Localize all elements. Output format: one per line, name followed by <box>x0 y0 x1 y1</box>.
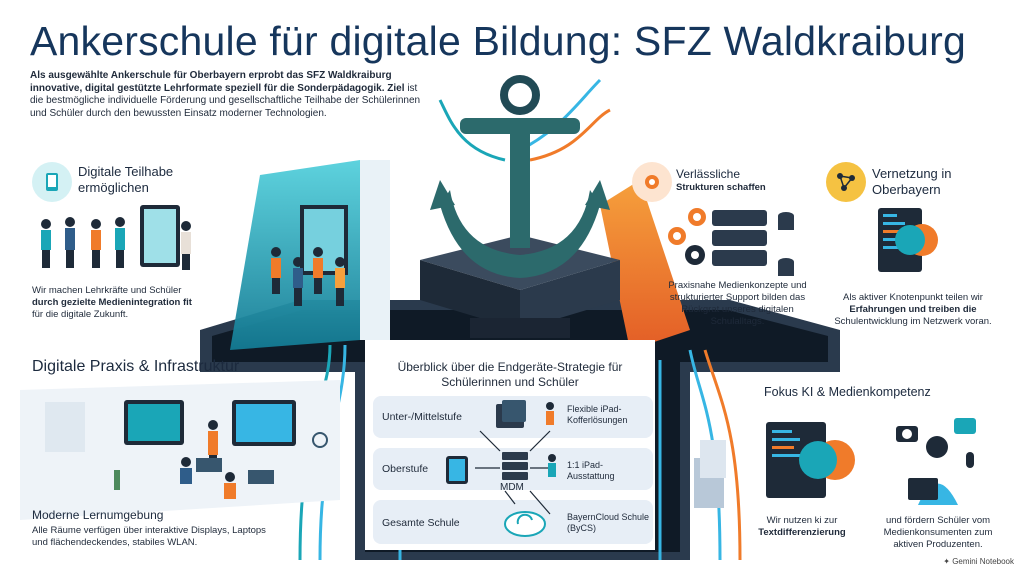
ki-left-text-2: Textdifferenzierung <box>758 527 846 538</box>
strategy-row-detail: Flexible iPad-Kofferlösungen <box>567 404 628 425</box>
teilhabe-text: Wir machen Lehrkräfte und Schüler durch … <box>32 285 242 321</box>
praxis-text: Alle Räume verfügen über interaktive Dis… <box>32 525 266 548</box>
footer-label: Gemini Notebook <box>952 557 1014 566</box>
strategy-row-label: Oberstufe <box>382 463 429 475</box>
vernetzung-text: Als aktiver Knotenpunkt teilen wir Erfah… <box>820 292 1006 328</box>
vernetzung-text-3: Schulentwicklung im Netzwerk voran. <box>834 316 992 327</box>
code-brain-illustration <box>878 208 938 272</box>
gear-badge-icon <box>632 162 672 202</box>
vernetzung-text-2: Erfahrungen und treiben die <box>849 304 977 315</box>
ki-left-text-1: Wir nutzen ki zur <box>766 515 838 526</box>
strategy-row-detail: BayernCloud Schule (ByCS) <box>567 512 650 533</box>
cloud-sync-icon <box>504 511 546 537</box>
gear-icons <box>668 208 706 265</box>
strategy-row-detail: 1:1 iPad-Ausstattung <box>567 460 615 481</box>
strategy-row-label: Gesamte Schule <box>382 517 460 529</box>
spark-icon: ✦ <box>943 557 950 566</box>
mdm-label: MDM <box>500 482 524 493</box>
teilhabe-text-1: Wir machen Lehrkräfte und Schüler <box>32 285 182 296</box>
praxis-subtitle: Moderne Lernumgebung <box>32 508 164 522</box>
ki-title: Fokus KI & Medienkompetenz <box>764 385 931 399</box>
person-ipad-icon <box>546 402 554 425</box>
strategy-title: Überblick über die Endgeräte-Strategie f… <box>397 360 623 389</box>
teilhabe-text-2: durch gezielte Medienintegration fit <box>32 297 192 308</box>
teilhabe-title: Digitale Teilhabe ermöglichen <box>78 164 174 195</box>
strategy-connectors <box>446 400 556 537</box>
intro-bold-ziel: Ziel <box>387 82 405 94</box>
anchor-icon <box>430 75 610 278</box>
server-icons <box>712 210 794 276</box>
ki-illustration <box>694 418 976 508</box>
praxis-title: Digitale Praxis & Infrastruktur <box>32 358 240 375</box>
vernetzung-title: Vernetzung in Oberbayern <box>872 166 952 197</box>
intro-rest: ist die bestmögliche individuelle Förder… <box>30 82 421 119</box>
strategy-row-label: Unter-/Mittelstufe <box>382 411 462 423</box>
tablet-hand-icon <box>32 162 72 202</box>
strukturen-title-1: Verlässliche <box>676 167 741 181</box>
classroom-illustration <box>20 380 340 520</box>
ipad-case-icon <box>496 400 526 428</box>
ki-right-text: und fördern Schüler vom Medienkonsumente… <box>883 515 993 550</box>
vernetzung-text-1: Als aktiver Knotenpunkt teilen wir <box>843 292 983 303</box>
footer-credit: ✦ Gemini Notebook <box>943 557 1014 566</box>
page-title: Ankerschule für digitale Bildung: SFZ Wa… <box>30 18 966 64</box>
strukturen-text: Praxisnahe Medienkonzepte und strukturie… <box>668 280 807 327</box>
intro-bold: Als ausgewählte Ankerschule für Oberbaye… <box>30 70 392 94</box>
ki-left-text: Wir nutzen ki zur Textdifferenzierung <box>752 515 852 539</box>
teilhabe-text-3: für die digitale Zukunft. <box>32 309 129 320</box>
network-nodes-icon <box>826 162 866 202</box>
person-icon <box>548 454 556 477</box>
mdm-server-icon <box>502 452 528 480</box>
tablet-icon <box>446 456 468 484</box>
strukturen-title-2: Strukturen schaffen <box>676 182 766 193</box>
people-illustration <box>41 205 348 306</box>
intro-text: Als ausgewählte Ankerschule für Oberbaye… <box>30 70 430 120</box>
